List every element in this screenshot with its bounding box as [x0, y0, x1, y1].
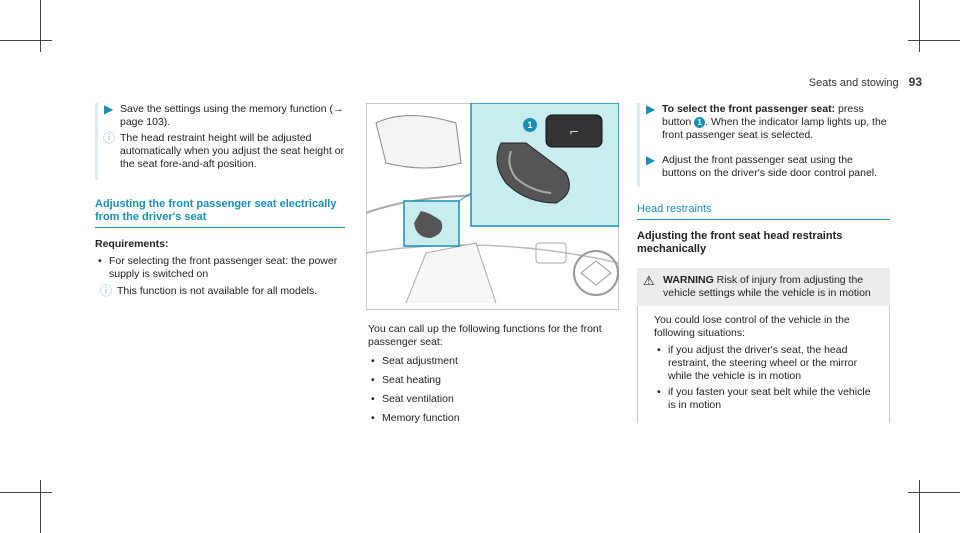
svg-text:⌐: ⌐ — [569, 125, 579, 139]
list-item: Seat heating — [368, 374, 618, 387]
list-item: Memory function — [368, 412, 618, 425]
crop-mark — [0, 492, 52, 493]
crop-mark — [40, 0, 41, 52]
section-title: Seats and stowing — [808, 77, 899, 89]
crop-mark — [908, 40, 960, 41]
step-block: ▶To select the front passenger seat: pre… — [637, 103, 890, 187]
crop-mark — [919, 0, 920, 52]
list-item: if you fasten your seat belt while the v… — [654, 386, 881, 412]
step-item: ▶To select the front passenger seat: pre… — [646, 102, 887, 142]
arrow-icon: ▶ — [646, 153, 656, 167]
arrow-icon: ▶ — [646, 102, 656, 116]
sub-heading: Adjusting the front seat head restraints… — [637, 230, 843, 255]
crop-mark — [40, 480, 41, 533]
car-door-illustration: ⌐ — [365, 102, 620, 311]
intro-text: You can call up the following functions … — [368, 323, 602, 348]
warning-body: You could lose control of the vehicle in… — [637, 306, 890, 423]
step-item: ▶Save the settings using the memory func… — [104, 102, 344, 129]
warning-icon: ⚠ — [643, 273, 655, 288]
info-icon: ⓘ — [103, 131, 116, 145]
list-item: Seat adjustment — [368, 355, 618, 368]
seat-control-illustration: ⌐ 1 — [365, 102, 620, 311]
left-column: ▶Save the settings using the memory func… — [95, 103, 345, 301]
crop-mark — [919, 480, 920, 533]
step-block: ▶Save the settings using the memory func… — [95, 103, 345, 180]
right-column: ▶To select the front passenger seat: pre… — [637, 103, 890, 423]
crop-mark — [908, 492, 960, 493]
section-heading: Adjusting the front passenger seat elect… — [95, 198, 345, 228]
crop-mark — [0, 40, 52, 41]
section-heading: Head restraints — [637, 203, 890, 220]
arrow-icon: ▶ — [104, 102, 114, 116]
info-icon: ⓘ — [100, 284, 113, 298]
callout-number: 1 — [523, 118, 537, 132]
callout-number: 1 — [694, 116, 706, 128]
list-item: Seat ventilation — [368, 393, 618, 406]
situation-list: if you adjust the driver's seat, the hea… — [654, 344, 881, 412]
function-list: Seat adjustment Seat heating Seat ventil… — [368, 355, 618, 425]
requirements-list: For selecting the front passenger seat: … — [95, 255, 345, 281]
page-header: Seats and stowing 93 — [809, 75, 922, 89]
requirements-label: Requirements: — [95, 238, 169, 250]
warning-box: ⚠ WARNING Risk of injury from adjusting … — [637, 268, 890, 306]
page-number: 93 — [908, 75, 922, 89]
list-item: if you adjust the driver's seat, the hea… — [654, 344, 881, 383]
list-item: For selecting the front passenger seat: … — [95, 255, 345, 281]
middle-column: You can call up the following functions … — [368, 323, 618, 428]
step-item: ▶Adjust the front passenger seat using t… — [646, 153, 878, 180]
